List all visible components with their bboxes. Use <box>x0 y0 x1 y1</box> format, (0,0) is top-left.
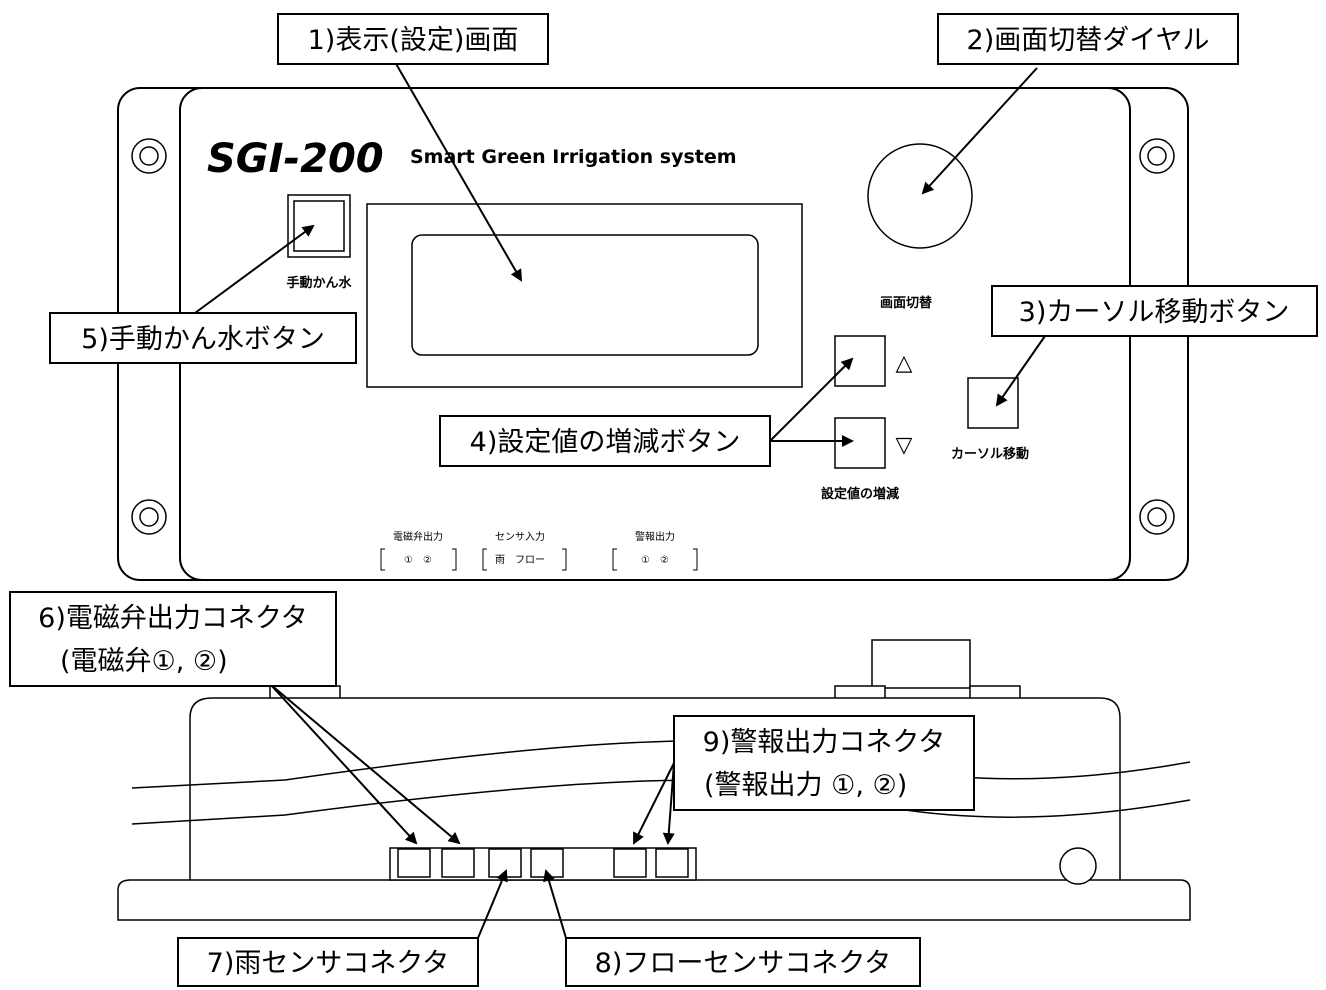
callout-1: 1)表示(設定)画面 <box>277 13 549 65</box>
side-knob <box>1059 847 1097 885</box>
alarm-connector-1 <box>613 848 647 878</box>
svg-text:① ②: ① ② <box>404 555 432 566</box>
cursor-move-label: カーソル移動 <box>951 446 1029 462</box>
svg-text:センサ入力: センサ入力 <box>495 530 545 543</box>
front-panel: SGI-200 Smart Green Irrigation system 手動… <box>117 87 1189 581</box>
base-plate <box>117 879 1191 921</box>
svg-text:9)警報出力コネクタ: 9)警報出力コネクタ <box>703 727 946 758</box>
manual-watering-button[interactable] <box>287 194 351 258</box>
svg-text:3)カーソル移動ボタン: 3)カーソル移動ボタン <box>1019 297 1290 328</box>
svg-text:2)画面切替ダイヤル: 2)画面切替ダイヤル <box>967 25 1210 56</box>
connector-group-solenoid: 電磁弁出力 ① ② <box>380 530 457 571</box>
svg-text:雨 フロー: 雨 フロー <box>495 555 545 566</box>
down-triangle-icon: ▽ <box>896 433 913 458</box>
svg-text:5)手動かん水ボタン: 5)手動かん水ボタン <box>81 324 325 355</box>
screw-top-right-icon <box>1139 138 1175 174</box>
value-up-button[interactable] <box>834 335 886 387</box>
screw-bottom-right-icon <box>1139 499 1175 535</box>
svg-text:(電磁弁①, ②): (電磁弁①, ②) <box>60 646 228 677</box>
connector-group-sensor: センサ入力 雨 フロー <box>482 530 567 571</box>
svg-text:① ②: ① ② <box>641 555 669 566</box>
screen-switch-label: 画面切替 <box>880 295 933 311</box>
svg-text:4)設定値の増減ボタン: 4)設定値の増減ボタン <box>470 427 741 458</box>
svg-text:1)表示(設定)画面: 1)表示(設定)画面 <box>308 25 519 56</box>
leader-lines <box>194 61 1046 939</box>
callout-4: 4)設定値の増減ボタン <box>439 415 771 467</box>
svg-text:警報出力: 警報出力 <box>635 530 675 543</box>
value-down-button[interactable] <box>834 417 886 469</box>
svg-text:8)フローセンサコネクタ: 8)フローセンサコネクタ <box>595 948 892 979</box>
callout-2: 2)画面切替ダイヤル <box>937 13 1239 65</box>
up-triangle-icon: △ <box>896 351 913 376</box>
solenoid-connector-2 <box>441 848 475 878</box>
value-adjust-label: 設定値の増減 <box>821 486 899 502</box>
connector-group-alarm: 警報出力 ① ② <box>612 530 698 571</box>
screw-bottom-left-icon <box>131 499 167 535</box>
callout-5: 5)手動かん水ボタン <box>49 312 357 364</box>
alarm-connector-2 <box>655 848 689 878</box>
callout-9: 9)警報出力コネクタ (警報出力 ①, ②) <box>673 715 975 811</box>
callout-6: 6)電磁弁出力コネクタ (電磁弁①, ②) <box>9 591 337 687</box>
solenoid-connector-1 <box>397 848 431 878</box>
callout-8: 8)フローセンサコネクタ <box>565 937 921 987</box>
bottom-view <box>117 639 1191 921</box>
cable-gland <box>871 639 971 689</box>
svg-text:7)雨センサコネクタ: 7)雨センサコネクタ <box>207 948 450 979</box>
svg-text:(警報出力 ①, ②): (警報出力 ①, ②) <box>704 770 907 801</box>
callout-7: 7)雨センサコネクタ <box>177 937 479 987</box>
svg-text:6)電磁弁出力コネクタ: 6)電磁弁出力コネクタ <box>38 603 308 634</box>
callout-3: 3)カーソル移動ボタン <box>991 285 1318 337</box>
svg-text:電磁弁出力: 電磁弁出力 <box>393 530 443 543</box>
screen-switch-dial[interactable] <box>867 143 973 249</box>
display-screen <box>411 234 759 356</box>
product-name: SGI-200 <box>207 136 384 182</box>
product-tagline: Smart Green Irrigation system <box>410 146 737 168</box>
manual-watering-label: 手動かん水 <box>286 275 352 291</box>
screw-top-left-icon <box>131 138 167 174</box>
